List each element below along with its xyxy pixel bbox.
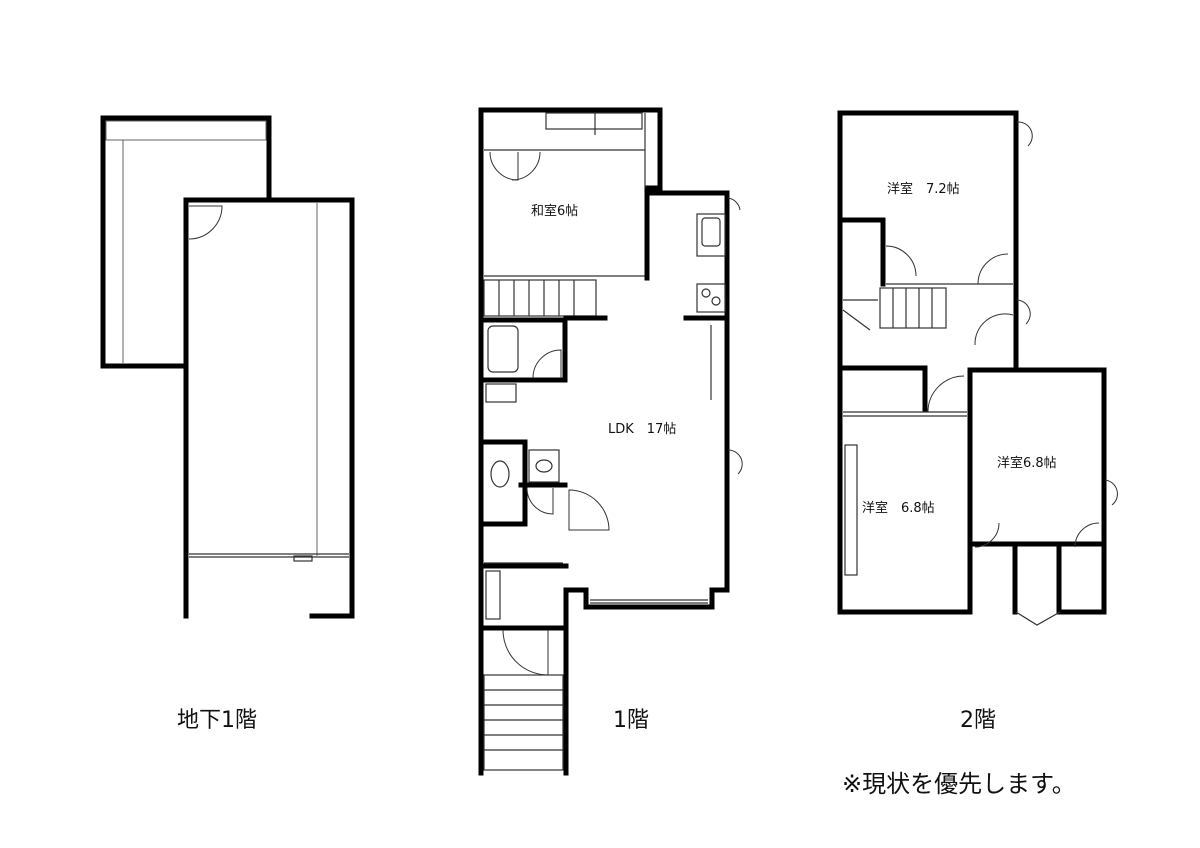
floor-label-2f: 2階 <box>960 708 996 733</box>
basement-plan <box>100 115 355 619</box>
disclaimer-note: ※現状を優先します。 <box>842 770 1076 798</box>
floor-label-1f: 1階 <box>613 708 649 733</box>
floor2-plan <box>837 110 1118 626</box>
room-label-youshitsu-right: 洋室6.8帖 <box>997 456 1057 471</box>
room-label-youshitsu-top: 洋室 7.2帖 <box>887 182 960 197</box>
floor1-plan <box>478 107 743 776</box>
floor-label-basement: 地下1階 <box>177 708 257 733</box>
room-label-youshitsu-left: 洋室 6.8帖 <box>862 501 935 516</box>
room-label-ldk: LDK 17帖 <box>608 422 677 437</box>
room-label-washitsu: 和室6帖 <box>531 204 579 219</box>
